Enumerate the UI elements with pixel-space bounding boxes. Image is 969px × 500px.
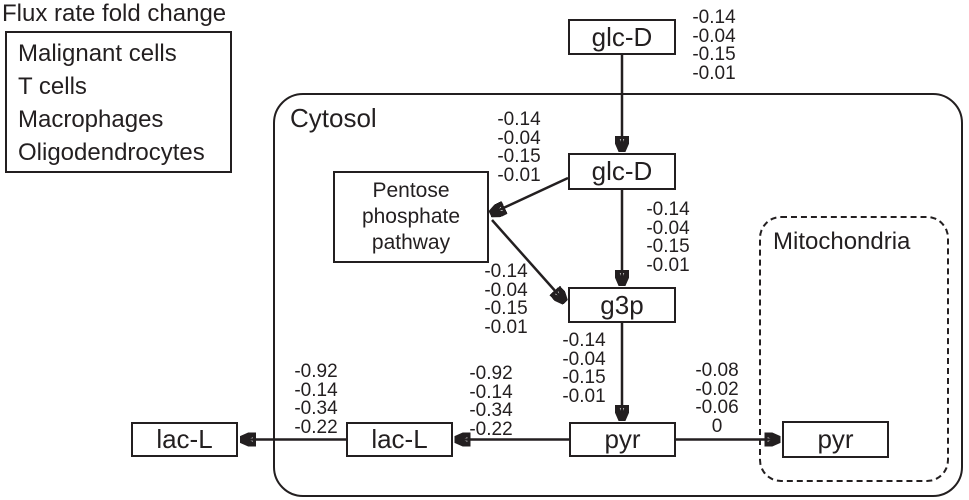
flux-values-glc-d-to-g3p: -0.14 -0.04 -0.15 -0.01 (646, 199, 690, 276)
legend-item-t-cells: T cells (18, 73, 87, 100)
figure-title: Flux rate fold change (2, 0, 227, 27)
node-glc-d-cytosol: glc-D (568, 153, 676, 190)
node-lac-l-cytosol: lac-L (346, 422, 453, 457)
node-lac-l-extracellular: lac-L (131, 422, 238, 457)
mitochondria-compartment: Mitochondria (759, 216, 949, 482)
node-pyr-mitochondria: pyr (782, 421, 889, 458)
node-glc-d-extracellular: glc-D (568, 19, 676, 55)
legend-box: Malignant cells T cells Macrophages Olig… (5, 31, 232, 173)
flux-values-g3p-to-pyr: -0.14 -0.04 -0.15 -0.01 (562, 330, 606, 407)
mitochondria-label: Mitochondria (773, 228, 911, 255)
cytosol-label: Cytosol (290, 103, 377, 133)
cytosol-compartment: Cytosol (273, 93, 963, 497)
legend-item-malignant-cells: Malignant cells (18, 40, 177, 67)
node-pyr-cytosol: pyr (569, 422, 676, 457)
flux-values-glc-d-to-ppp: -0.14 -0.04 -0.15 -0.01 (497, 109, 541, 186)
legend-item-macrophages: Macrophages (18, 106, 164, 133)
flux-values-ppp-to-g3p: -0.14 -0.04 -0.15 -0.01 (484, 261, 528, 338)
legend-item-oligodendrocytes: Oligodendrocytes (18, 139, 205, 166)
flux-values-lac-l-export: -0.92 -0.14 -0.34 -0.22 (294, 361, 338, 438)
flux-values-pyr-to-mitochondria: -0.08 -0.02 -0.06 0 (695, 360, 739, 437)
flux-values-glc-d-uptake: -0.14 -0.04 -0.15 -0.01 (692, 7, 736, 84)
flux-values-pyr-to-lac-l: -0.92 -0.14 -0.34 -0.22 (469, 363, 513, 440)
node-pentose-phosphate-pathway: Pentose phosphate pathway (333, 171, 489, 263)
node-g3p: g3p (568, 287, 676, 323)
